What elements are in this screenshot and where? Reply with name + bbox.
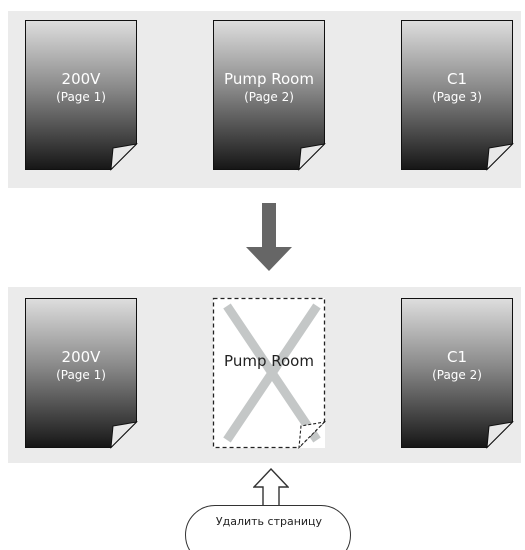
page-title: C1 [446,348,468,366]
page-number: (Page 2) [244,90,294,104]
page-c1: C1 (Page 2) [401,298,514,449]
page-number: (Page 3) [432,90,482,104]
page-icon [25,20,138,171]
page-200v: 200V (Page 1) [25,298,138,449]
page-pump-room: Pump Room (Page 2) [213,20,326,171]
delete-page-callout[interactable]: Удалить страницу [185,505,355,550]
page-title: 200V [61,70,101,88]
arrow-up-icon [253,468,289,510]
page-icon [213,20,326,171]
page-icon [401,298,514,449]
page-number: (Page 2) [432,368,482,382]
page-icon [25,298,138,449]
page-icon [401,20,514,171]
page-title: Pump Room [224,70,314,88]
page-c1: C1 (Page 3) [401,20,514,171]
deleted-page-pump-room [212,297,327,449]
deleted-page-outline [212,297,327,449]
cross-icon [223,303,321,443]
page-number: (Page 1) [56,90,106,104]
page-title: C1 [446,70,468,88]
page-number: (Page 1) [56,368,106,382]
delete-page-label: Удалить страницу [215,515,323,528]
arrow-down-icon [246,203,292,271]
page-title: 200V [61,348,101,366]
page-200v: 200V (Page 1) [25,20,138,171]
deleted-page-title: Pump Room [224,352,314,370]
